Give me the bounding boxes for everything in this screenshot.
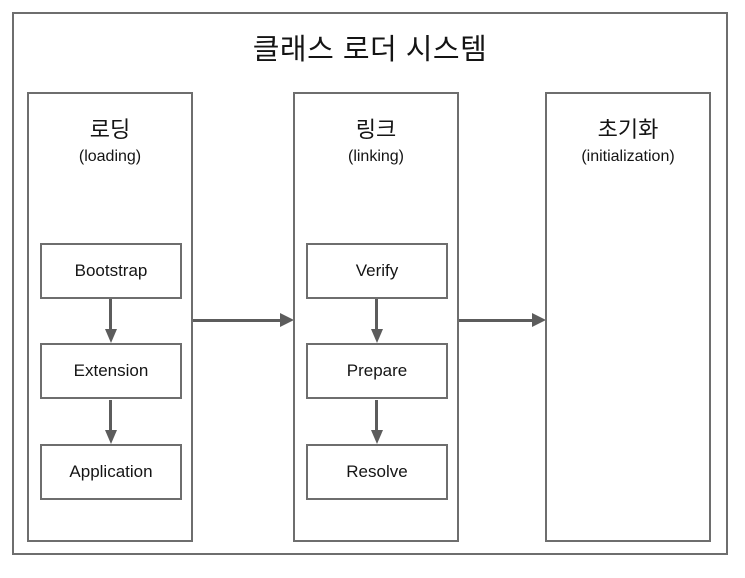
arrow-shaft <box>375 400 378 432</box>
step-box-verify[interactable]: Verify <box>306 243 448 299</box>
phase-title-ko-initialization: 초기화 <box>597 117 659 142</box>
arrow-shaft <box>459 319 534 322</box>
step-box-extension[interactable]: Extension <box>40 343 182 399</box>
arrow-head-right-icon <box>532 313 546 327</box>
arrow-head-down-icon <box>105 329 117 343</box>
phase-column-linking: 링크 (linking) Verify Prepare Resolve <box>293 92 459 542</box>
arrow-extension-to-application <box>105 400 117 444</box>
step-label-verify: Verify <box>355 261 399 280</box>
arrow-verify-to-prepare <box>371 299 383 343</box>
arrow-head-down-icon <box>371 329 383 343</box>
arrow-bootstrap-to-extension <box>105 299 117 343</box>
page-title: 클래스 로더 시스템 <box>252 34 488 66</box>
phase-column-initialization: 초기화 (initialization) <box>545 92 711 542</box>
phase-title-ko-linking: 링크 <box>355 117 397 142</box>
phase-title-ko-loading: 로딩 <box>89 117 131 142</box>
phase-header-linking: 링크 (linking) <box>295 116 457 168</box>
arrow-head-right-icon <box>280 313 294 327</box>
phase-title-en-loading: (loading) <box>78 148 142 165</box>
arrow-shaft <box>109 299 112 331</box>
arrow-linking-to-initialization <box>459 313 546 327</box>
step-label-application: Application <box>69 462 153 481</box>
arrow-loading-to-linking <box>193 313 294 327</box>
step-label-prepare: Prepare <box>346 361 408 380</box>
arrow-head-down-icon <box>371 430 383 444</box>
arrow-shaft <box>375 299 378 331</box>
step-label-extension: Extension <box>73 361 149 380</box>
phase-column-loading: 로딩 (loading) Bootstrap Extension Applica… <box>27 92 193 542</box>
arrow-head-down-icon <box>105 430 117 444</box>
arrow-prepare-to-resolve <box>371 400 383 444</box>
phase-title-en-linking: (linking) <box>347 148 404 165</box>
step-box-resolve[interactable]: Resolve <box>306 444 448 500</box>
step-label-bootstrap: Bootstrap <box>74 261 148 280</box>
phase-header-initialization: 초기화 (initialization) <box>547 116 709 168</box>
phase-title-en-initialization: (initialization) <box>581 148 675 165</box>
phase-header-loading: 로딩 (loading) <box>29 116 191 168</box>
step-label-resolve: Resolve <box>346 462 408 481</box>
arrow-shaft <box>109 400 112 432</box>
step-box-application[interactable]: Application <box>40 444 182 500</box>
arrow-shaft <box>193 319 282 322</box>
step-box-prepare[interactable]: Prepare <box>306 343 448 399</box>
step-box-bootstrap[interactable]: Bootstrap <box>40 243 182 299</box>
